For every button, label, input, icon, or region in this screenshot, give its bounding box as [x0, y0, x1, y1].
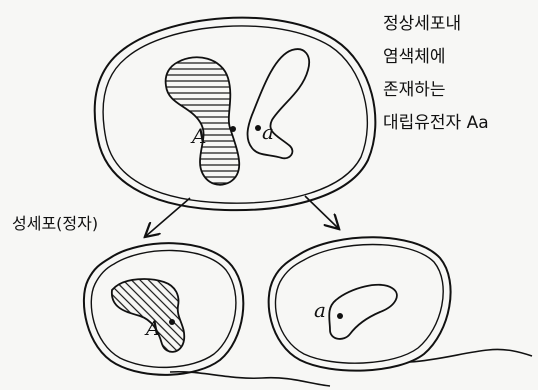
allele-note-line-4: 대립유전자 Aa [383, 113, 489, 133]
gamete-caption: 성세포(정자) [12, 214, 99, 233]
parent-cell-inner-wall [102, 25, 368, 204]
arrow-to-left-gamete [146, 197, 191, 236]
centromere-a-dot [255, 125, 261, 131]
gamete-left-tail [169, 370, 331, 387]
allele-note-line-1: 정상세포내 [383, 14, 462, 34]
gamete-right-allele-label: a [314, 298, 326, 322]
allele-label-A: A [192, 124, 207, 148]
gamete-left-inner-wall [90, 249, 237, 369]
chromosome-a [246, 48, 310, 160]
chromosome-A [164, 56, 241, 186]
gamete-right-tail [409, 348, 533, 363]
allele-label-a: a [262, 120, 274, 144]
gamete-right-centromere-dot [337, 313, 343, 319]
gamete-right [267, 236, 533, 372]
allele-note: 정상세포내 염색체에 존재하는 대립유전자 Aa [383, 12, 489, 144]
gamete-left-allele-label: A [146, 316, 161, 340]
gamete-right-outer-wall [267, 236, 452, 372]
parent-cell [93, 16, 377, 212]
centromere-A-dot [230, 126, 236, 132]
gamete-right-chromosome [328, 283, 398, 340]
allele-note-line-2: 염색체에 [383, 47, 446, 67]
gamete-left-centromere-dot [169, 319, 175, 325]
parent-cell-outer-wall [93, 16, 377, 212]
gamete-left-chromosome [111, 278, 186, 353]
arrow-to-right-gamete [304, 195, 338, 228]
gamete-left [82, 242, 331, 387]
gamete-right-inner-wall [274, 243, 444, 364]
allele-note-line-3: 존재하는 [383, 80, 446, 100]
